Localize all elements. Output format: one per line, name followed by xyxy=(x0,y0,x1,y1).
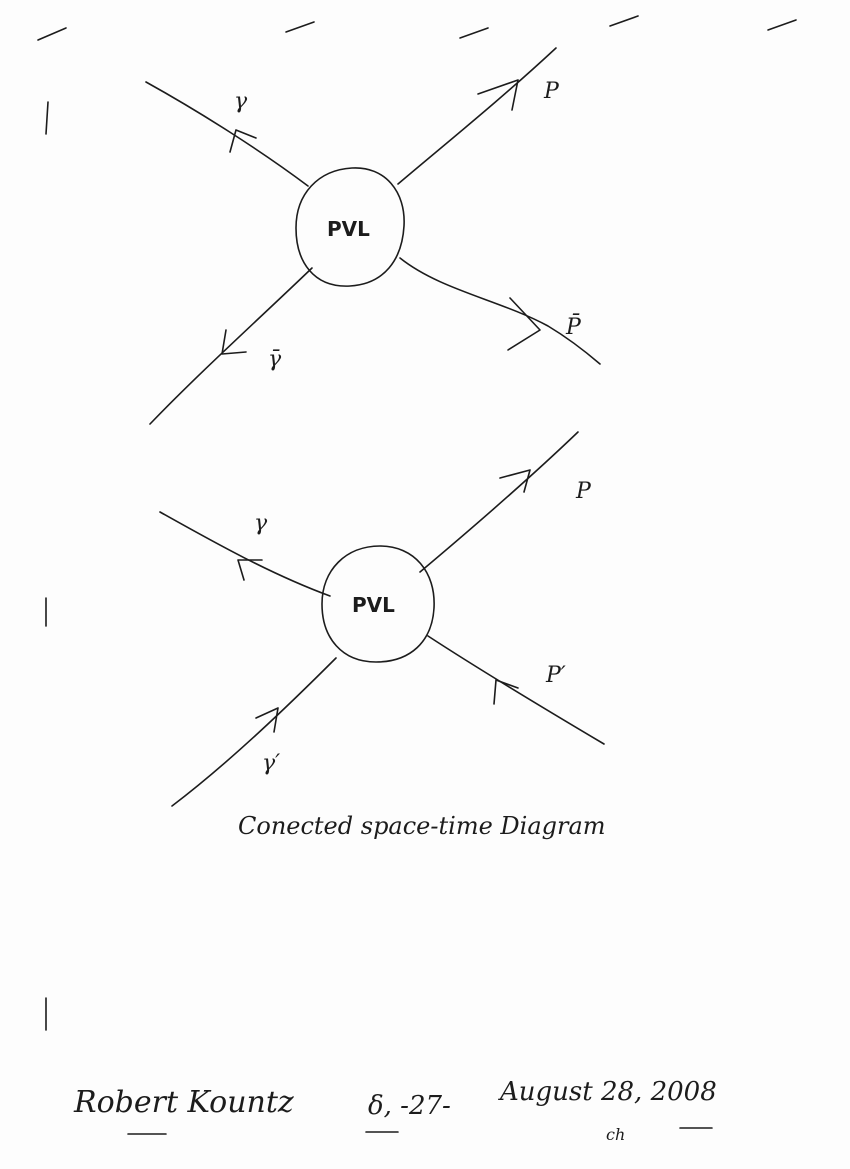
top-p-arrow xyxy=(477,79,519,111)
diagram-caption: Conected space-time Diagram xyxy=(238,812,606,840)
bottom-p-arrow xyxy=(499,469,531,493)
bottom-pprime-arrow xyxy=(493,679,519,705)
page-mark: δ, -27- xyxy=(368,1091,451,1121)
top-vertex-label: PVL xyxy=(327,217,370,241)
top-gammabar-line xyxy=(149,267,313,425)
bottom-gammaprime-label: γ′ xyxy=(262,751,280,776)
top-gamma-line xyxy=(145,81,309,187)
scan-mark xyxy=(285,21,315,33)
footer: Robert Kountz δ, -27- August 28, 2008 ch xyxy=(73,1077,717,1144)
top-p-label: P xyxy=(543,79,560,104)
scan-mark xyxy=(609,15,639,27)
bottom-pprime-label: P′ xyxy=(545,663,566,688)
top-gammabar-label: γ̄ xyxy=(268,347,282,372)
top-pbar-label: P̄ xyxy=(565,313,582,340)
bottom-gammaprime-arrow xyxy=(255,707,279,733)
signature: Robert Kountz xyxy=(73,1085,294,1120)
bottom-vertex-label: PVL xyxy=(352,593,395,617)
scan-mark xyxy=(45,101,49,135)
top-gammabar-arrow xyxy=(221,329,247,355)
top-vertex-circle xyxy=(295,167,405,287)
bottom-gamma-arrow xyxy=(237,559,263,581)
top-pbar-arrow xyxy=(507,297,541,351)
bottom-pprime-line xyxy=(427,635,605,745)
bottom-gamma-line xyxy=(159,511,331,597)
top-p-line xyxy=(397,47,557,185)
top-gamma-label: γ xyxy=(234,89,248,114)
top-pbar-line xyxy=(399,257,601,365)
bottom-vertex-circle xyxy=(321,545,435,663)
scan-marks xyxy=(37,15,797,1031)
scan-mark xyxy=(37,27,67,41)
top-gamma-arrow xyxy=(229,129,257,153)
bottom-p-label: P xyxy=(575,479,592,504)
date: August 28, 2008 xyxy=(498,1077,717,1107)
scan-mark xyxy=(767,19,797,31)
bottom-gammaprime-line xyxy=(171,657,337,807)
bottom-p-line xyxy=(419,431,579,573)
bottom-gamma-label: γ xyxy=(254,511,268,536)
top-feynman-diagram: PVL γ P γ̄ P̄ xyxy=(145,47,601,425)
date-mark: ch xyxy=(606,1125,625,1144)
bottom-feynman-diagram: PVL γ P γ′ P′ xyxy=(159,431,605,807)
scan-mark xyxy=(459,27,489,39)
